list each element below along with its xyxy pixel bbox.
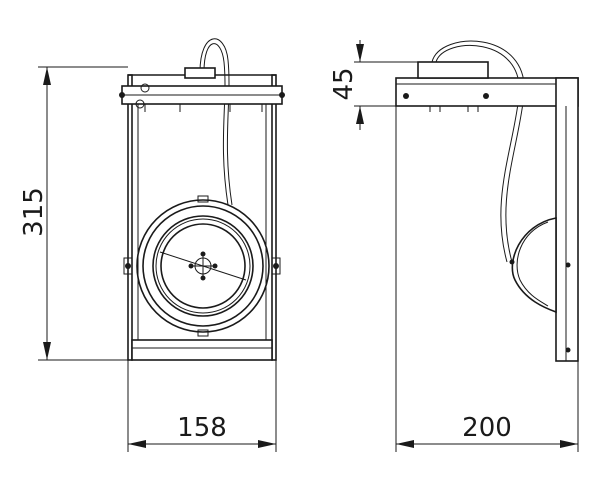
side-junction-box (417, 61, 489, 79)
front-pivot-left (125, 263, 131, 269)
front-bolt-right (279, 92, 285, 98)
side-vertical-post (555, 77, 579, 362)
side-arm-height-dimension: 45 (329, 40, 418, 130)
front-lamp-head (136, 195, 270, 337)
front-height-label: 315 (19, 187, 49, 237)
front-bolt-left (119, 92, 125, 98)
front-view (119, 38, 285, 361)
side-view (395, 40, 579, 362)
front-width-dimension: 158 (127, 360, 277, 452)
front-width-label: 158 (177, 413, 227, 443)
front-left-plate (127, 74, 133, 361)
front-cable (199, 38, 233, 206)
front-bottom-plate (131, 339, 273, 361)
side-depth-label: 200 (462, 413, 512, 443)
side-depth-dimension: 200 (395, 106, 579, 452)
side-lamp-dome (511, 217, 557, 314)
side-arm-height-label: 45 (329, 67, 359, 100)
front-pivot-right (273, 263, 279, 269)
front-height-dimension: 315 (19, 66, 128, 361)
side-top-arm (395, 77, 579, 107)
front-right-plate (271, 74, 277, 361)
